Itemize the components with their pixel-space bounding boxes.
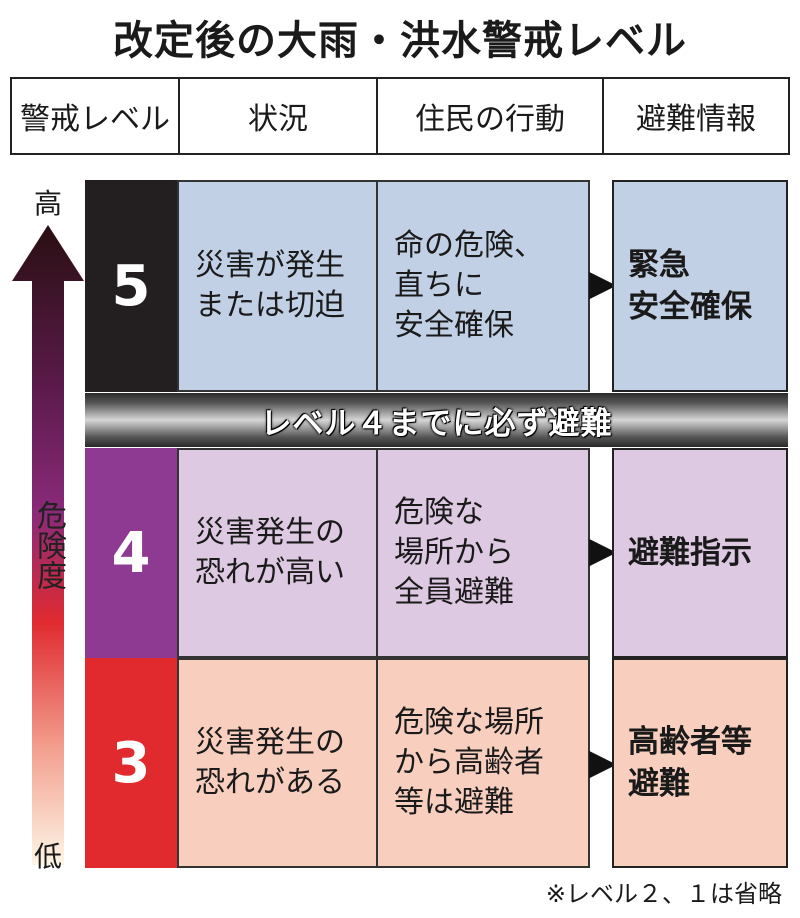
- axis-high-label: 高: [33, 187, 62, 220]
- header-situation: 状況: [178, 77, 376, 155]
- level-4-action-text: 危険な 場所から 全員避難: [394, 495, 514, 610]
- level-3-situation-text: 災害発生の 恐れがある: [195, 725, 345, 800]
- level-3-info: 高齢者等 避難: [612, 658, 788, 868]
- level-3-badge: 3: [85, 658, 177, 868]
- level-3-action: 危険な場所 から高齢者 等は避難: [376, 658, 590, 868]
- danger-arrow-icon: [12, 225, 84, 865]
- header-situation-label: 状況: [248, 102, 308, 137]
- header-info-label: 避難情報: [636, 102, 756, 137]
- level-4-info-text: 避難指示: [628, 535, 752, 571]
- header-action: 住民の行動: [376, 77, 602, 155]
- level-4-situation: 災害発生の 恐れが高い: [177, 448, 378, 658]
- footnote: ※レベル２、１は省略: [545, 880, 782, 908]
- level-3-info-text: 高齢者等 避難: [628, 724, 752, 802]
- level-5-action: 命の危険、 直ちに 安全確保: [376, 180, 590, 392]
- header-level: 警戒レベル: [10, 77, 178, 155]
- level-5-badge: 5: [85, 180, 177, 392]
- level-4-situation-text: 災害発生の 恐れが高い: [195, 515, 345, 590]
- level-5-situation-text: 災害が発生 または切迫: [195, 248, 345, 323]
- level-5-info: 緊急 安全確保: [612, 180, 788, 392]
- page-title: 改定後の大雨・洪水警戒レベル: [113, 18, 687, 64]
- level-4-badge: 4: [85, 448, 177, 658]
- level-3-situation: 災害発生の 恐れがある: [177, 658, 378, 868]
- axis-low-label: 低: [33, 840, 62, 873]
- level-5-action-text: 命の危険、 直ちに 安全確保: [394, 228, 544, 343]
- level-5-situation: 災害が発生 または切迫: [177, 180, 378, 392]
- level-4-action: 危険な 場所から 全員避難: [376, 448, 590, 658]
- axis-danger-label: 危険度: [13, 500, 83, 600]
- level-5-info-text: 緊急 安全確保: [628, 247, 752, 325]
- level-3-action-text: 危険な場所 から高齢者 等は避難: [394, 705, 544, 820]
- level-4-info: 避難指示: [612, 448, 788, 658]
- header-level-label: 警戒レベル: [20, 102, 170, 137]
- evacuate-banner: レベル４までに必ず避難: [85, 393, 788, 447]
- header-info: 避難情報: [602, 77, 790, 155]
- axis-danger-text: 危険度: [31, 500, 66, 590]
- header-action-label: 住民の行動: [415, 102, 565, 137]
